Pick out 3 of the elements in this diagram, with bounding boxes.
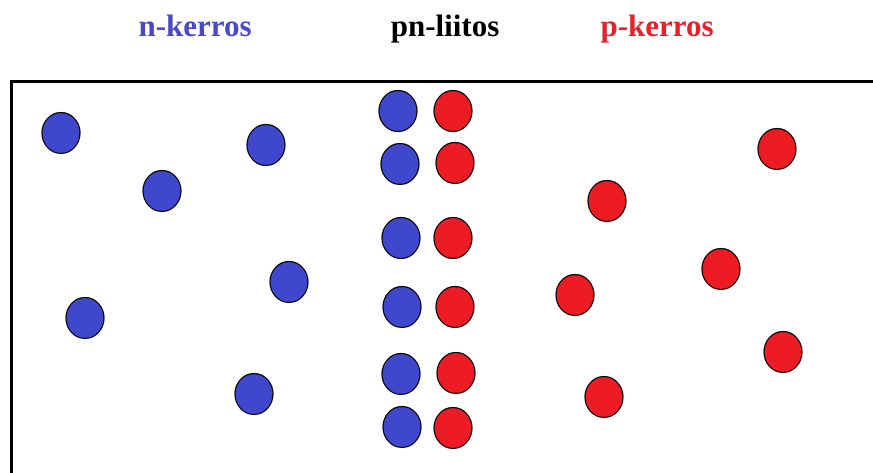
region-label: p-kerros	[600, 8, 714, 44]
region-label: pn-liitos	[390, 8, 500, 44]
region-label: n-kerros	[138, 8, 252, 44]
